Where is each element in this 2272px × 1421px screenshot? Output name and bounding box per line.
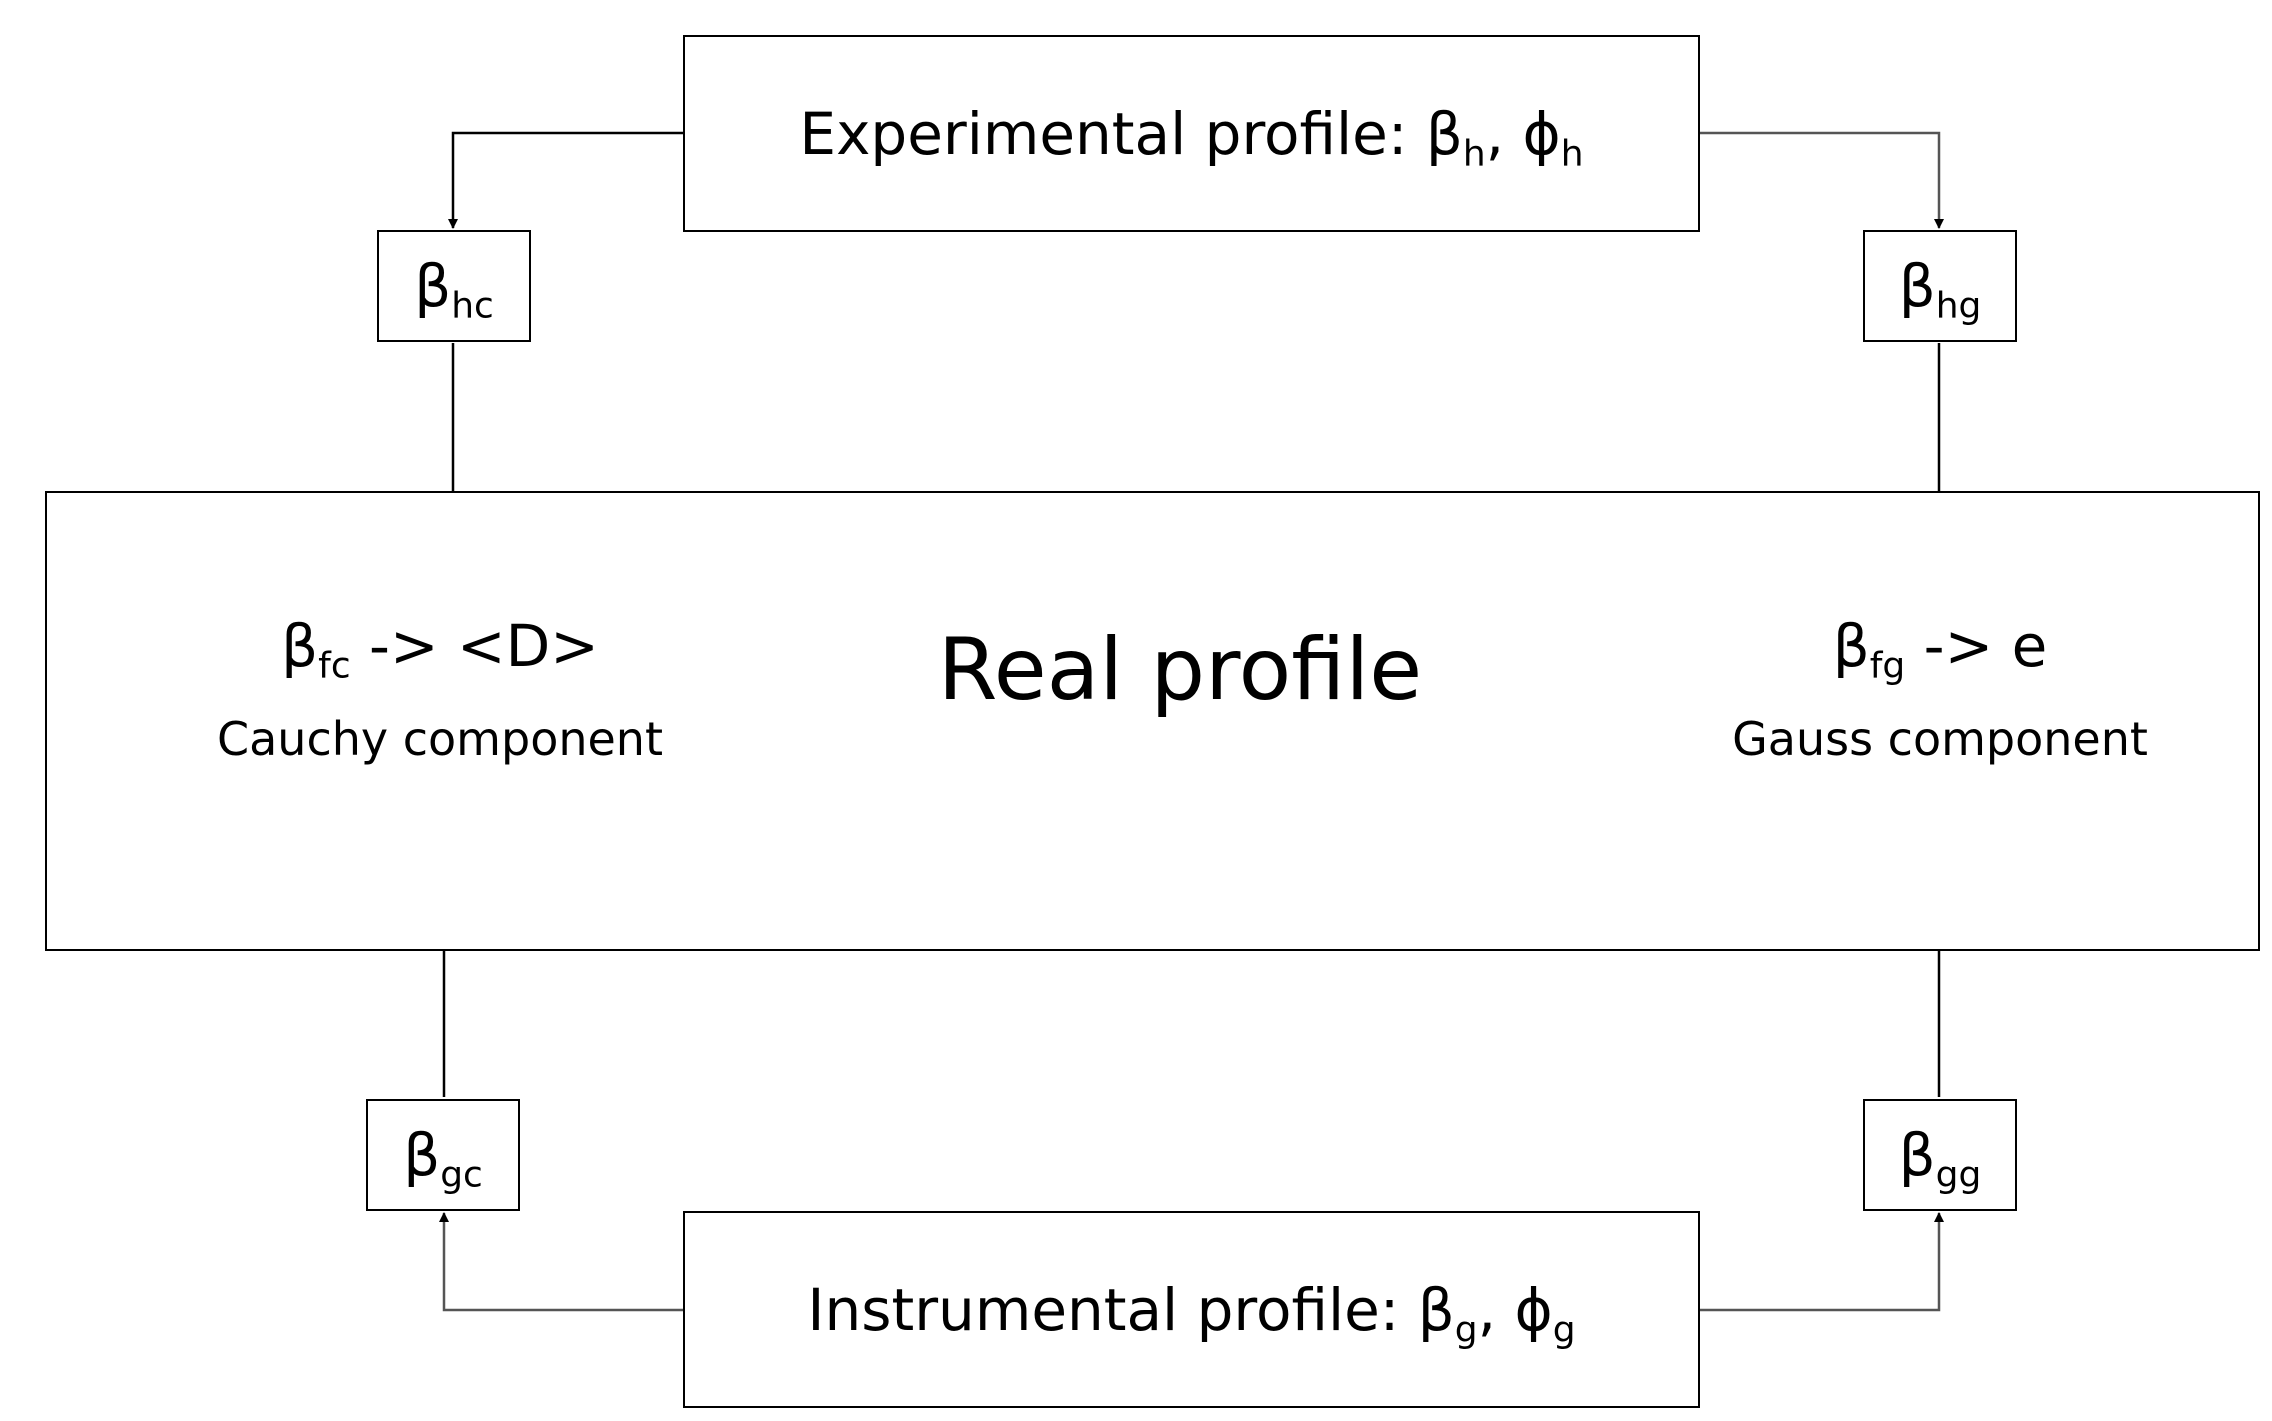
experimental-profile-label: Experimental profile: βh, ϕh (799, 99, 1584, 174)
beta-hc-label: βhc (414, 252, 494, 327)
beta-hg-label: βhg (1898, 252, 1982, 327)
instrumental-profile-label: Instrumental profile: βg, ϕg (807, 1275, 1576, 1350)
beta-gg-box: βgg (1863, 1099, 2017, 1211)
beta-hg-box: βhg (1863, 230, 2017, 342)
gauss-formula: βfg -> e (1832, 612, 2048, 687)
arrow-exp-to-bhc (448, 131, 683, 229)
real-profile-title: Real profile (937, 620, 1423, 720)
real-profile-box (45, 491, 2260, 951)
beta-gc-box: βgc (366, 1099, 520, 1211)
instrumental-profile-box: Instrumental profile: βg, ϕg (683, 1211, 1700, 1408)
beta-hc-box: βhc (377, 230, 531, 342)
arrow-inst-to-bgg (1700, 1212, 1944, 1312)
experimental-profile-box: Experimental profile: βh, ϕh (683, 35, 1700, 232)
arrow-exp-to-bhg (1700, 131, 1944, 229)
beta-gg-label: βgg (1898, 1121, 1982, 1196)
beta-gc-label: βgc (403, 1121, 483, 1196)
arrow-inst-to-bgc (439, 1212, 683, 1312)
gauss-component-caption: Gauss component (1732, 712, 2148, 766)
cauchy-component-caption: Cauchy component (217, 712, 663, 766)
cauchy-formula: βfc -> <D> (281, 612, 599, 687)
